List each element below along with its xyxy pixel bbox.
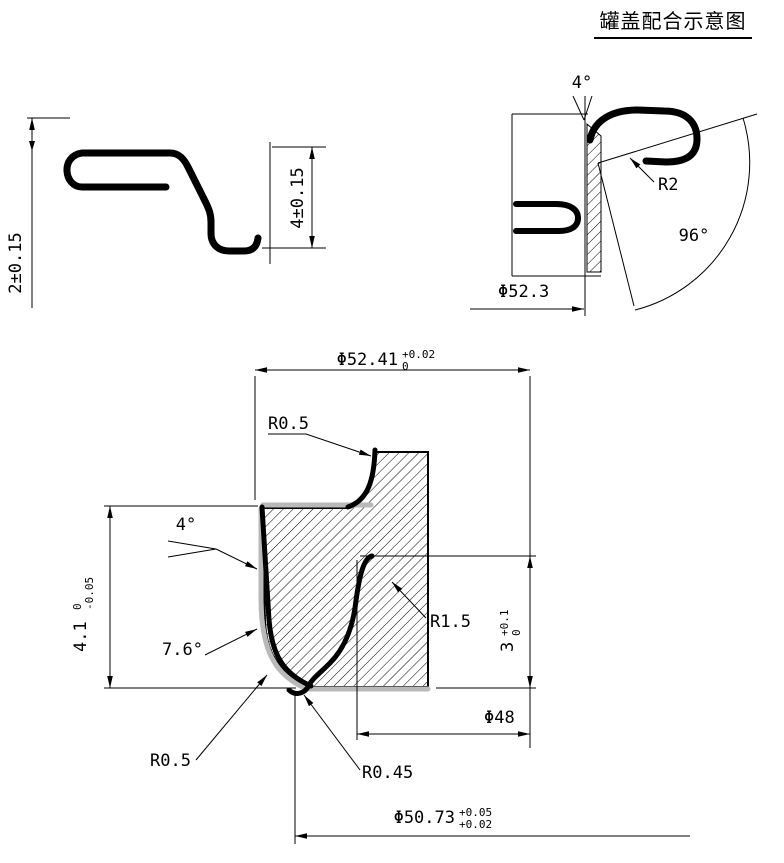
arrowhead: [29, 141, 35, 151]
lid-curl-profile-path: [63, 149, 262, 255]
dim-top-diameter-tol-upper: +0.02: [402, 348, 435, 361]
lid-curl-path: [586, 106, 701, 166]
dim-opening-angle: 96°: [679, 226, 710, 246]
leader-bottom-fillet: [303, 694, 361, 771]
sectioned-wall-hatch: [586, 122, 602, 273]
dim-mid-fillet: R1.5: [430, 612, 471, 632]
dim-bottom-diameter: Φ50.73: [394, 808, 455, 828]
dim-step-height-tol-lower: 0: [510, 629, 523, 636]
dim-groove-depth-group: 4.1 0 -0.05: [71, 577, 96, 652]
dim-top-fillet: R0.5: [268, 414, 309, 434]
angle-leg: [597, 162, 635, 307]
dim-seam-thickness: 2±0.15: [6, 232, 26, 293]
dim-step-height: 3: [498, 642, 518, 652]
angle-leg: [167, 540, 217, 550]
dim-wall-angle: 4°: [176, 515, 196, 535]
top-fillet-edge: [345, 447, 378, 510]
dim-inner-diameter: Φ48: [484, 708, 515, 728]
mid-fillet-edge: [286, 553, 375, 696]
view-die-detail: Φ52.41 +0.02 0 R0.5 4° 4.1 0 -0.05 7.6°: [71, 348, 690, 844]
dim-step-height-tol-upper: +0.1: [498, 610, 511, 637]
tapered-left-edge: [259, 504, 314, 689]
leader-curl-radius: [629, 157, 655, 183]
dim-tilt-angle: 4°: [572, 73, 592, 93]
dim-groove-depth: 4.1: [71, 621, 91, 652]
dim-top-diameter: Φ52.41: [337, 350, 398, 370]
angle-leg: [167, 548, 217, 558]
view-lid-profile: 4±0.15 2±0.15: [6, 117, 326, 308]
dim-groove-depth-tol-upper: 0: [71, 603, 84, 610]
angle-arc: [634, 117, 751, 311]
leader-bottom-left-fillet: [195, 674, 268, 761]
dim-bottom-fillet: R0.45: [362, 763, 413, 783]
dim-curl-radius: R2: [658, 175, 678, 195]
can-body-hook-path: [513, 201, 581, 234]
dim-bottom-left-fillet: R0.5: [150, 751, 191, 771]
dim-seam-diameter: Φ52.3: [498, 282, 549, 302]
die-section-hatch: [260, 451, 429, 688]
view-fit-schematic: 4° 96° R2 Φ52.3: [470, 73, 758, 316]
leader-top-fillet: [268, 433, 372, 457]
leader-taper-angle: [204, 628, 258, 656]
angle-leg: [583, 95, 593, 121]
angle-leg: [572, 95, 585, 121]
leader-mid-fillet: [391, 581, 427, 619]
angle-leg: [597, 113, 758, 164]
dim-curl-height: 4±0.15: [288, 167, 308, 228]
dim-groove-depth-tol-lower: -0.05: [83, 577, 96, 610]
dim-top-diameter-tol-lower: 0: [402, 360, 409, 373]
drawing-title: 罐盖配合示意图: [594, 5, 752, 39]
dim-step-height-group: 3 +0.1 0: [498, 610, 523, 653]
leader-wall-angle: [215, 548, 258, 570]
sheet-overlay-wall: [258, 506, 431, 692]
dim-bottom-diameter-tol-lower: +0.02: [459, 818, 492, 831]
dim-taper-angle: 7.6°: [162, 640, 203, 660]
dim-bottom-diameter-tol-upper: +0.05: [459, 806, 492, 819]
